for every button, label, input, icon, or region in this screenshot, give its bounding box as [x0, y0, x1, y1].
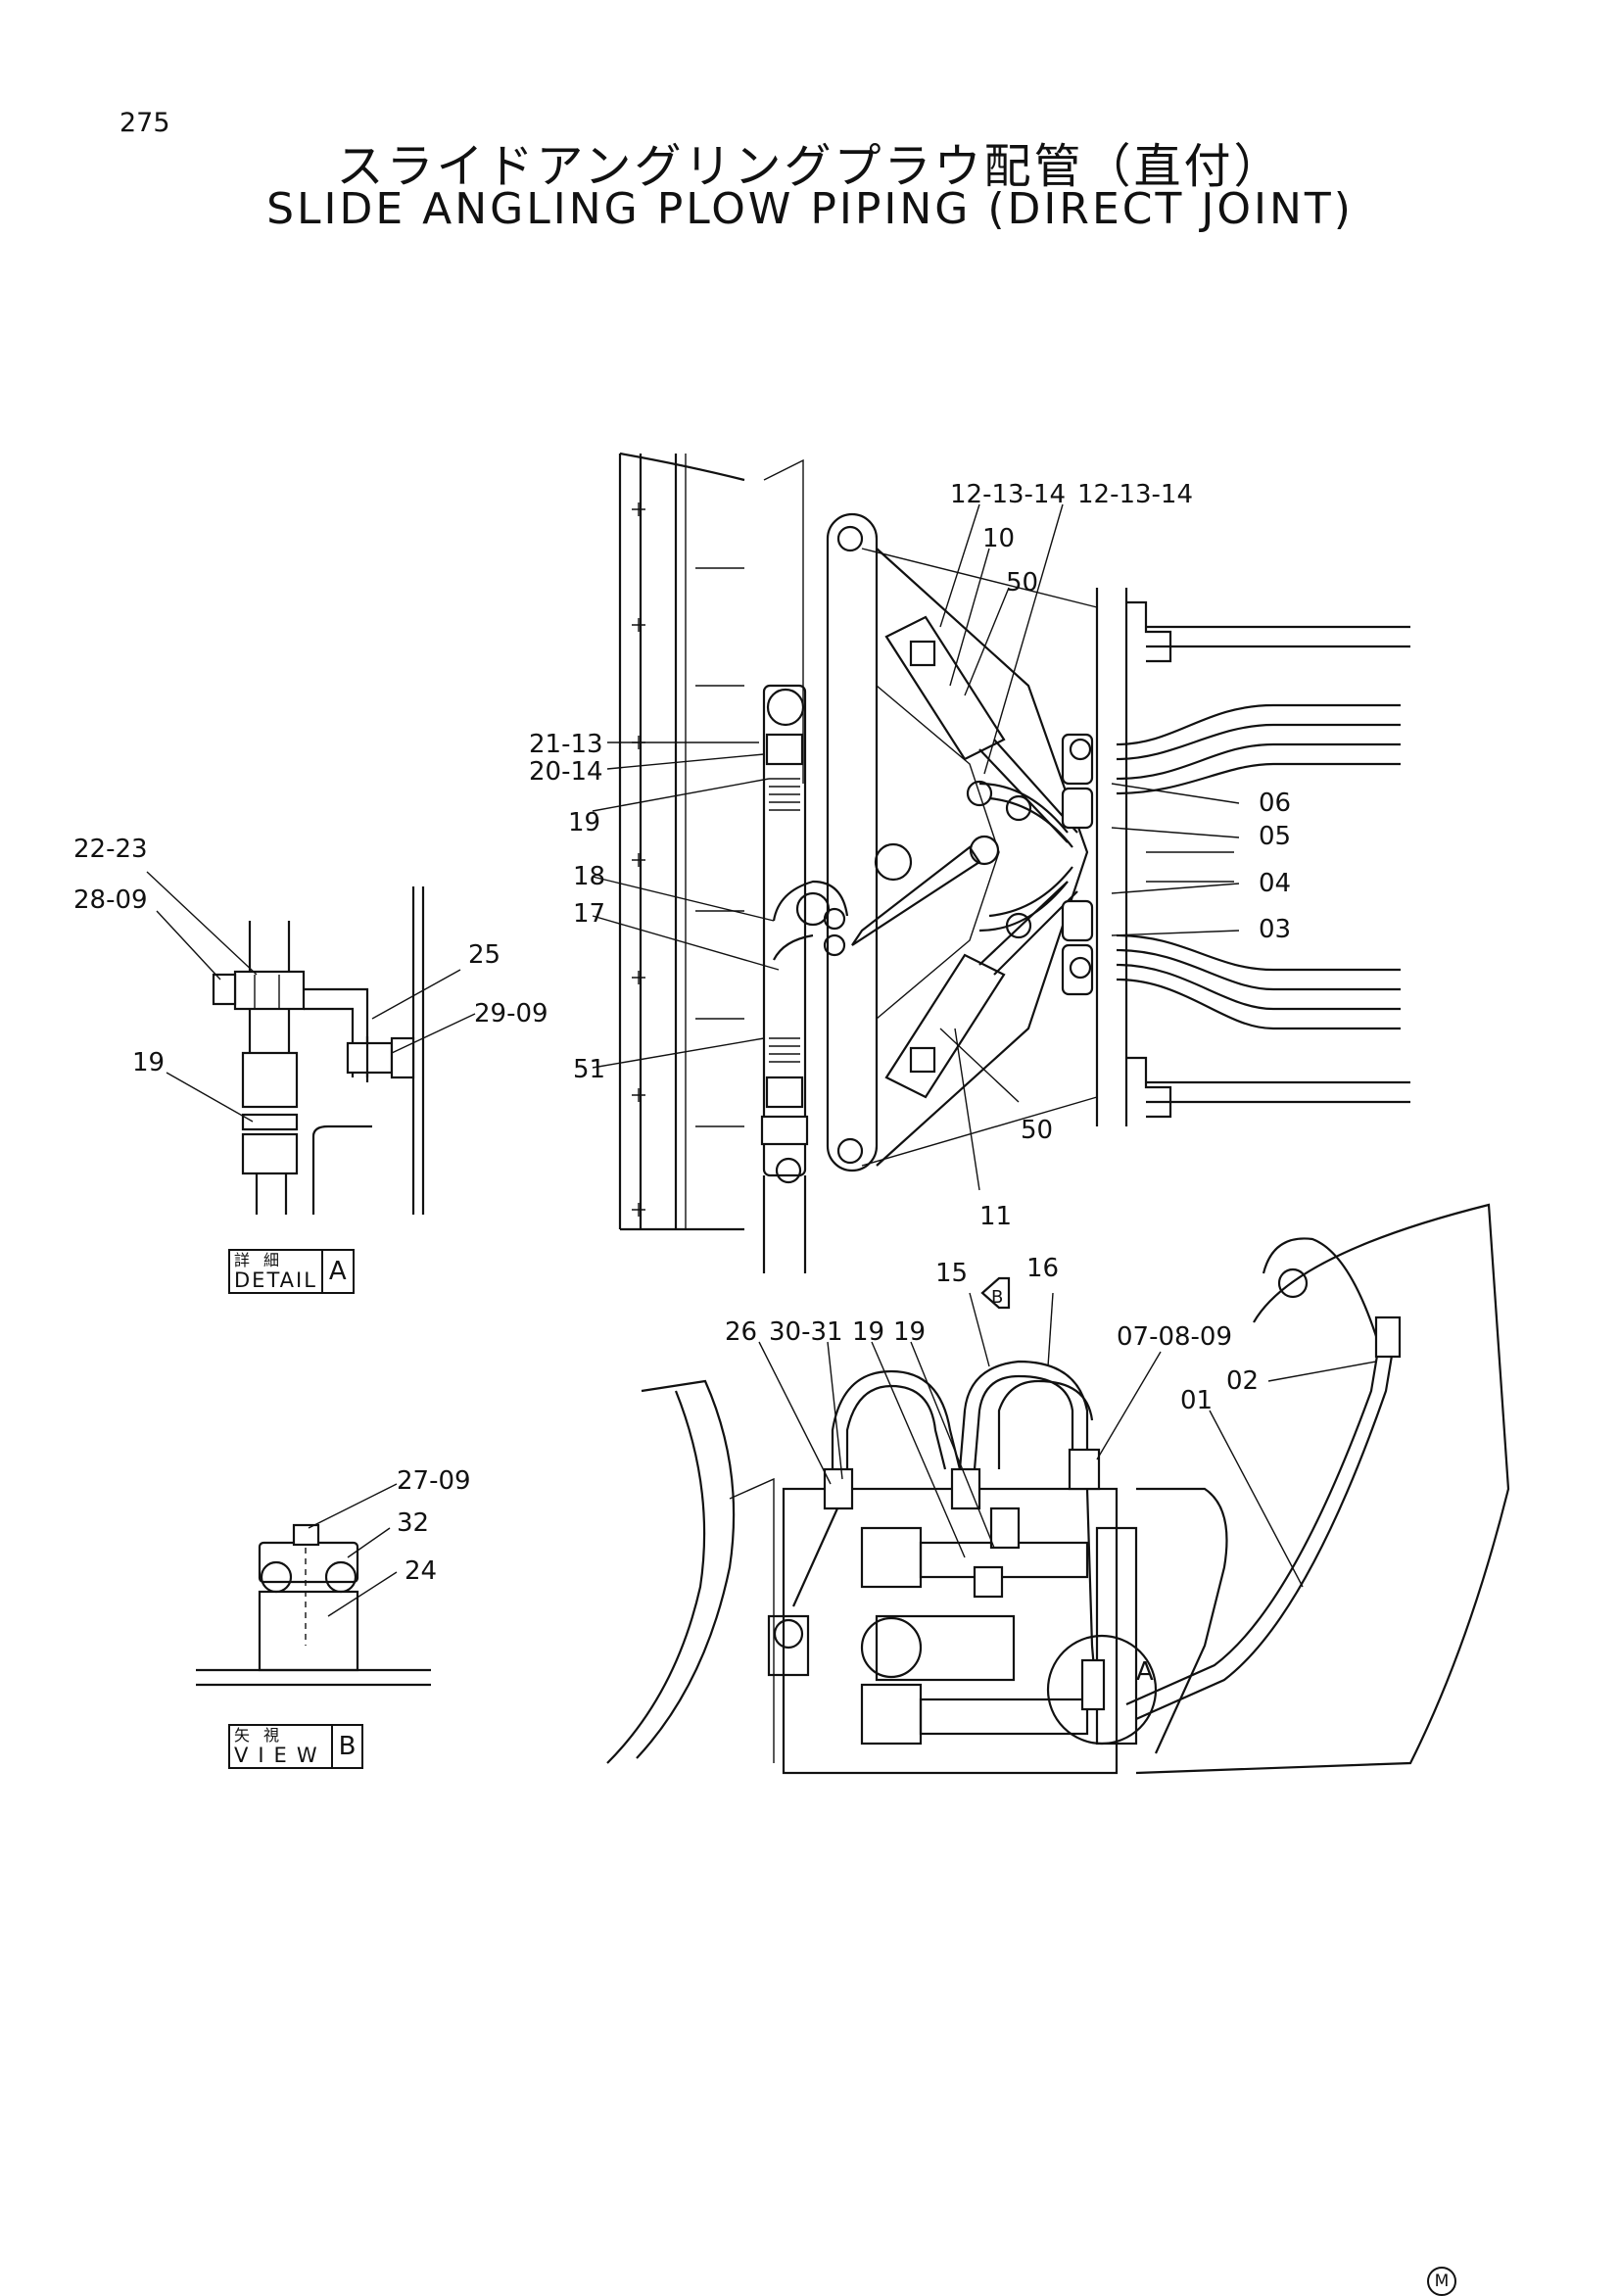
view-caption-en: VIEW — [234, 1744, 327, 1767]
callout-12-13-14-b: 12-13-14 — [1077, 480, 1193, 509]
title-english: SLIDE ANGLING PLOW PIPING (DIRECT JOINT) — [266, 184, 1354, 234]
view-caption-stack: 矢視 VIEW — [230, 1726, 333, 1767]
detail-caption-letter: A — [328, 1257, 347, 1286]
callout-30-31: 30-31 — [769, 1317, 843, 1347]
callout-22-23: 22-23 — [73, 835, 148, 864]
callout-19-lower-b: 19 — [893, 1317, 926, 1347]
callout-05: 05 — [1259, 822, 1291, 851]
detail-a-drawing — [212, 886, 425, 1215]
callout-27-09: 27-09 — [397, 1466, 471, 1496]
callout-15: 15 — [935, 1259, 968, 1288]
callout-28-09: 28-09 — [73, 885, 148, 915]
callout-50-bottom: 50 — [1021, 1116, 1053, 1145]
callout-03: 03 — [1259, 915, 1291, 944]
view-caption-letter: B — [338, 1732, 357, 1761]
view-caption-jp: 矢視 — [234, 1726, 294, 1745]
title-japanese: スライドアングリングプラウ配管（直付） — [336, 139, 1284, 194]
callout-12-13-14-a: 12-13-14 — [950, 480, 1066, 509]
center-cylinder — [851, 835, 1000, 946]
valve-block — [966, 588, 1410, 1126]
callout-07-08-09: 07-08-09 — [1117, 1322, 1232, 1352]
upper-cylinder — [884, 615, 1078, 843]
callout-02: 02 — [1226, 1366, 1259, 1396]
callout-06: 06 — [1259, 789, 1291, 818]
callout-a-circle: A — [1136, 1657, 1154, 1687]
detail-caption-en: DETAIL — [234, 1268, 317, 1292]
arm-plate — [826, 512, 1098, 1172]
callout-labels: 12-13-14 12-13-14 10 50 21-13 20-14 19 1… — [73, 480, 1291, 1687]
lower-cylinder — [884, 881, 1078, 1099]
callout-16: 16 — [1026, 1254, 1059, 1283]
callout-21-13: 21-13 — [529, 730, 603, 759]
callout-26: 26 — [725, 1317, 757, 1347]
leader-lines — [146, 503, 1377, 1617]
callout-18: 18 — [573, 862, 605, 891]
detail-a-caption: 詳細 DETAIL A — [228, 1249, 355, 1294]
page-number: 275 — [119, 108, 170, 138]
callout-b-arrow: B — [991, 1287, 1003, 1308]
callout-01: 01 — [1180, 1386, 1213, 1415]
callout-19-main: 19 — [568, 808, 600, 837]
callout-51: 51 — [573, 1055, 605, 1084]
callout-19-detail: 19 — [132, 1048, 165, 1077]
view-b-drawing — [196, 1523, 431, 1687]
blade-frame — [618, 452, 804, 1231]
callout-29-09: 29-09 — [474, 999, 548, 1028]
callout-50-top: 50 — [1006, 568, 1038, 598]
callout-32: 32 — [397, 1508, 429, 1538]
callout-19-lower-a: 19 — [852, 1317, 884, 1347]
callout-20-14: 20-14 — [529, 757, 603, 787]
callout-11: 11 — [979, 1202, 1012, 1231]
manufacturer-mark: M — [1427, 2267, 1456, 2296]
callout-17: 17 — [573, 899, 605, 929]
callout-25: 25 — [468, 940, 500, 970]
callout-04: 04 — [1259, 869, 1291, 898]
lower-view — [606, 1203, 1510, 1775]
callout-24: 24 — [405, 1556, 437, 1586]
detail-caption-stack: 詳細 DETAIL — [230, 1251, 323, 1292]
detail-caption-jp: 詳細 — [234, 1251, 294, 1269]
view-b-caption: 矢視 VIEW B — [228, 1724, 364, 1769]
vertical-hose — [760, 684, 849, 1273]
callout-10: 10 — [982, 524, 1015, 553]
